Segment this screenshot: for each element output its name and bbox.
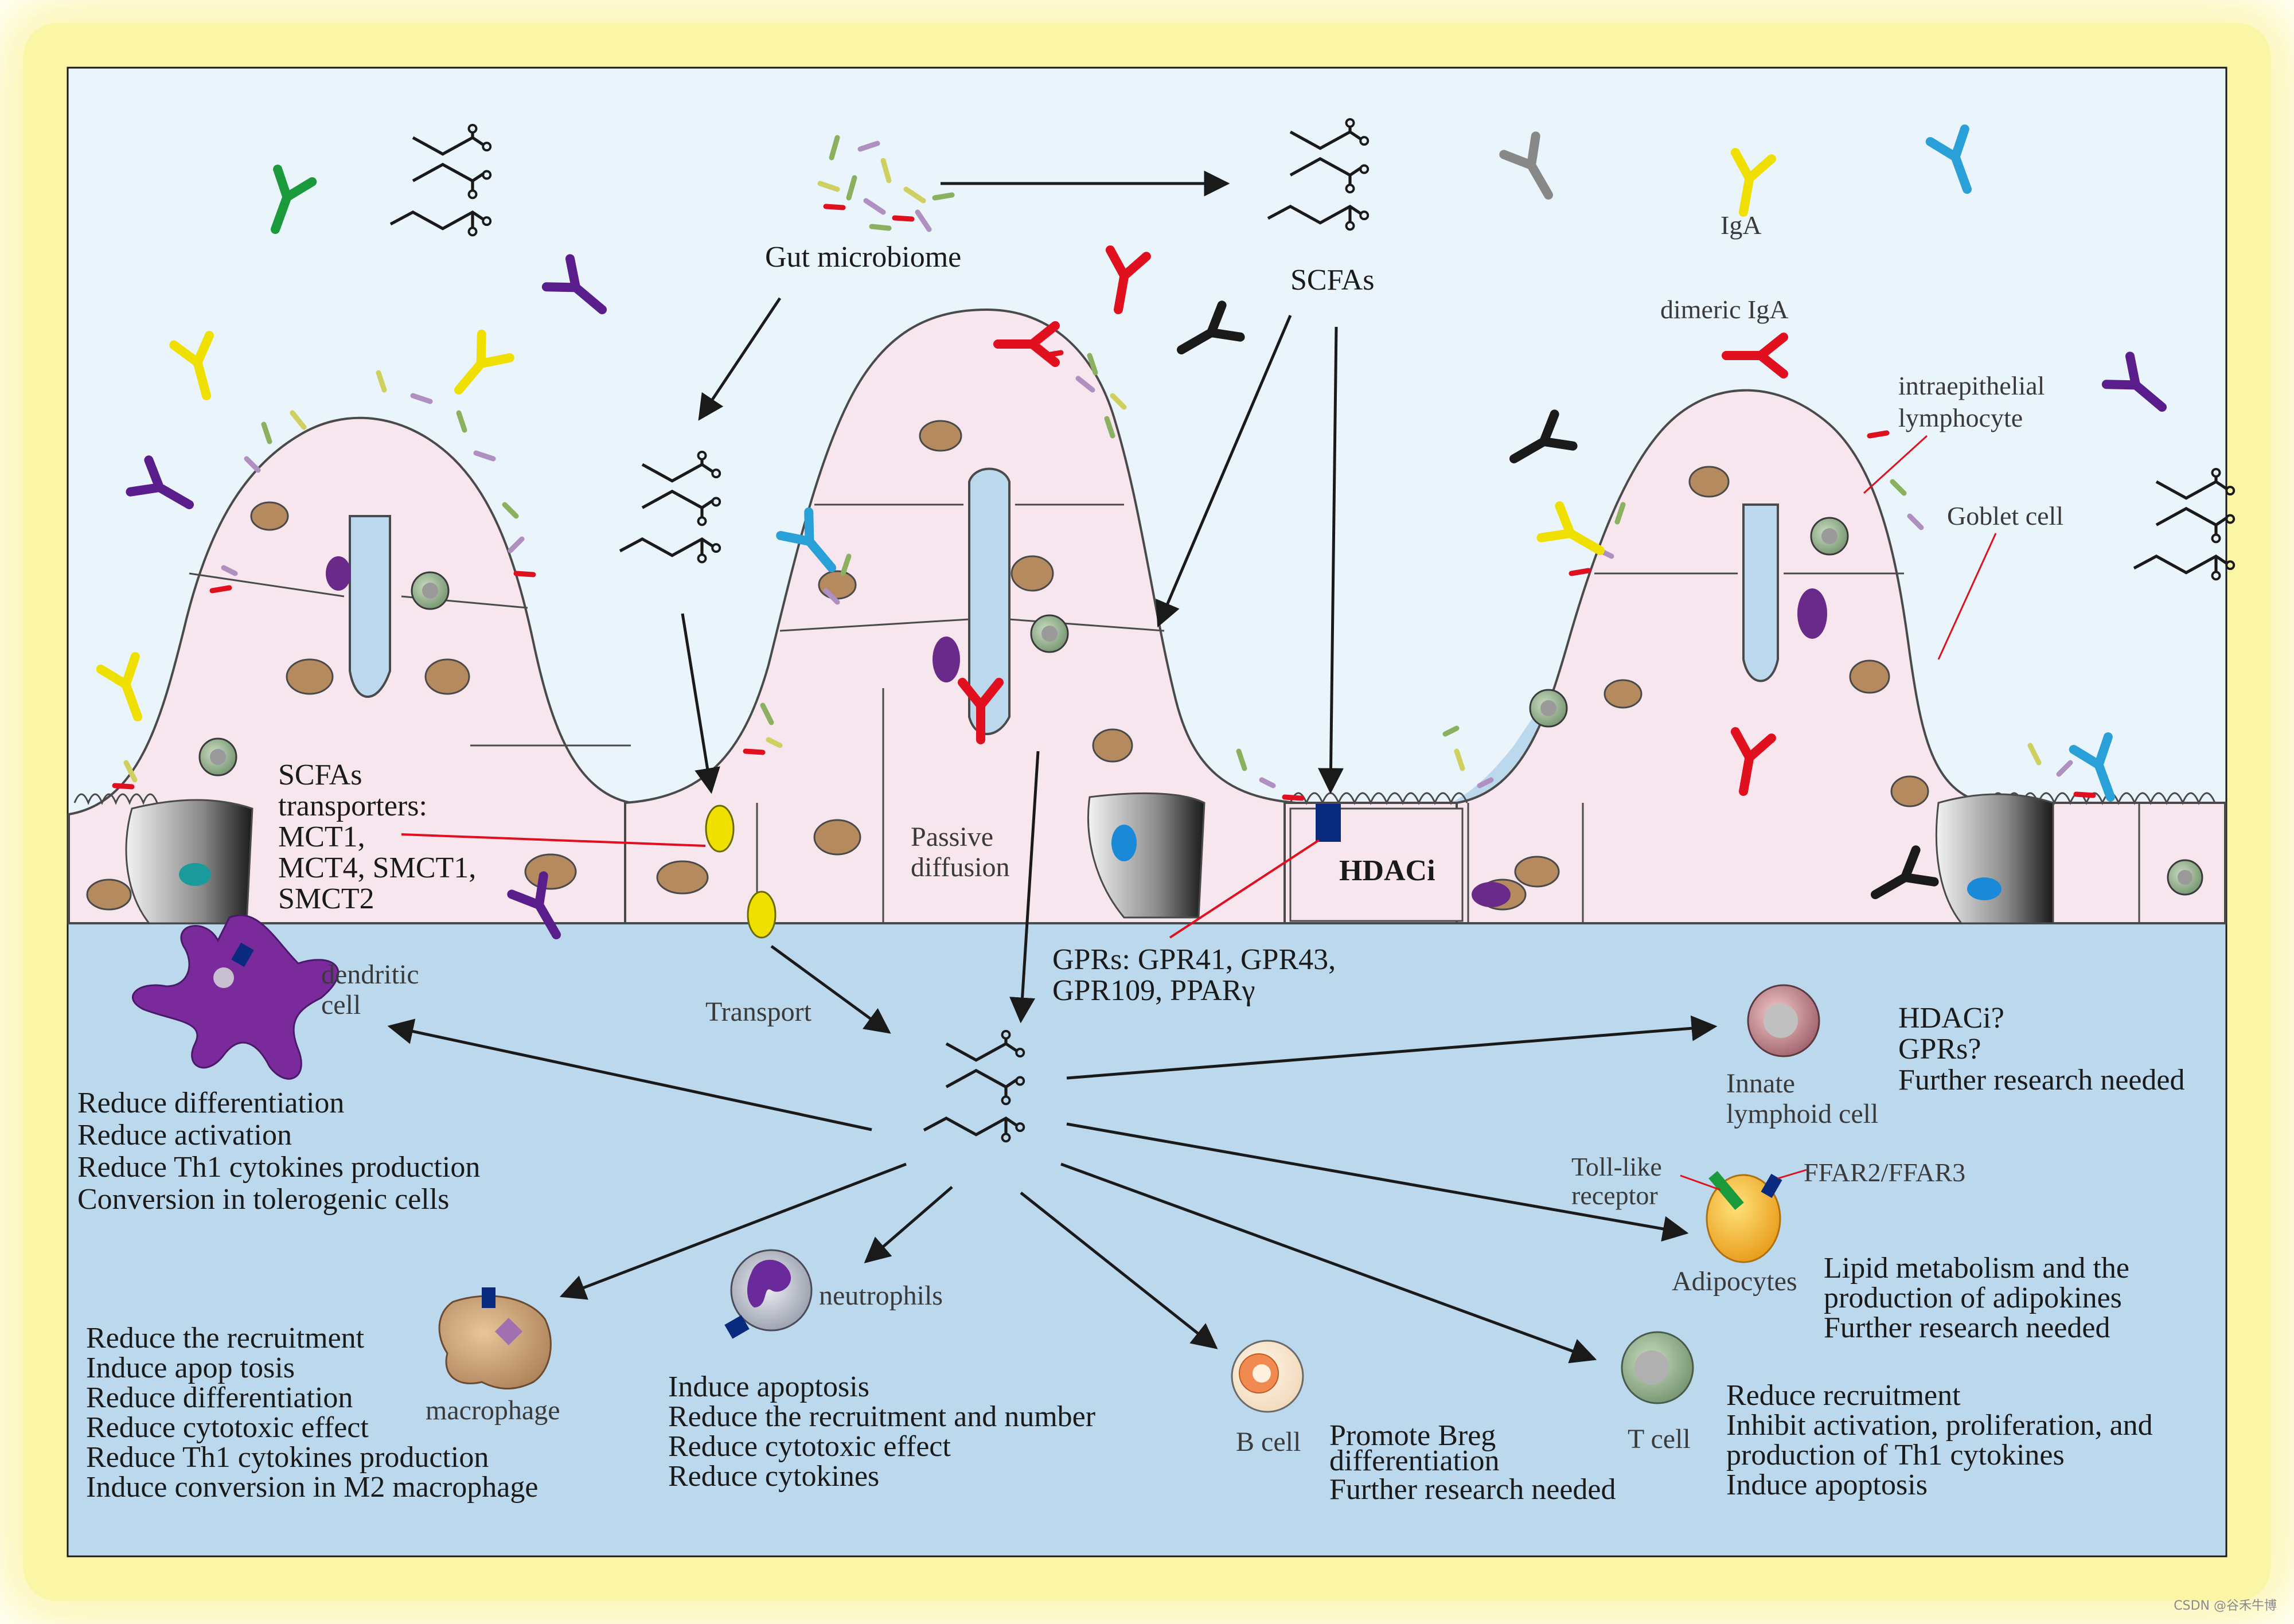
- label-t-cell: T cell: [1628, 1424, 1691, 1454]
- label-passive-2: diffusion: [911, 852, 1009, 883]
- label-dendritic-2: cell: [321, 990, 361, 1020]
- label-innate-1: Innate: [1726, 1068, 1795, 1099]
- effect-t-cell-3: Induce apoptosis: [1726, 1469, 1928, 1501]
- label-gut-microbiome: Gut microbiome: [765, 241, 961, 274]
- effect-adipocytes-1: production of adipokines: [1824, 1282, 2122, 1314]
- label-transporters-1: transporters:: [278, 790, 427, 822]
- gpr-receptor: [1316, 804, 1341, 842]
- effect-macrophage-0: Reduce the recruitment: [86, 1322, 365, 1354]
- epithelium: [68, 308, 2226, 924]
- label-ffar: FFAR2/FFAR3: [1804, 1158, 1965, 1187]
- effect-dendritic-0: Reduce differentiation: [77, 1087, 344, 1119]
- label-transport: Transport: [705, 997, 812, 1027]
- adipocyte-cell: [1680, 1169, 1807, 1263]
- macrophage-cell: [438, 1287, 552, 1390]
- effect-neutrophils-2: Reduce cytotoxic effect: [668, 1430, 951, 1463]
- effect-innate-0: HDACi?: [1898, 1002, 2004, 1034]
- effect-b-cell-2: Further research needed: [1329, 1473, 1616, 1506]
- effect-macrophage-2: Reduce differentiation: [86, 1381, 353, 1414]
- effect-adipocytes-2: Further research needed: [1824, 1311, 2110, 1344]
- label-gprs-1: GPRs: GPR41, GPR43,: [1052, 943, 1336, 976]
- label-b-cell: B cell: [1236, 1427, 1301, 1457]
- effect-dendritic-1: Reduce activation: [77, 1119, 292, 1151]
- gpr-pointer: [1169, 839, 1320, 939]
- label-innate-2: lymphoid cell: [1726, 1099, 1878, 1129]
- dendritic-cell: [132, 914, 340, 1080]
- effect-innate-1: GPRs?: [1898, 1033, 1981, 1065]
- transporter-pointer: [401, 833, 706, 847]
- label-passive-1: Passive: [911, 822, 993, 852]
- watermark: CSDN @谷禾牛博: [2174, 1599, 2277, 1613]
- effect-neutrophils-0: Induce apoptosis: [668, 1371, 869, 1403]
- effect-adipocytes-0: Lipid metabolism and the: [1824, 1252, 2129, 1285]
- label-toll-2: receptor: [1571, 1181, 1658, 1210]
- effect-t-cell-2: production of Th1 cytokines: [1726, 1439, 2065, 1471]
- label-hdaci: HDACi: [1339, 854, 1435, 887]
- goblet-pointer: [1937, 533, 1997, 660]
- label-iel-1: intraepithelial: [1898, 371, 2045, 400]
- label-transporters-0: SCFAs: [278, 759, 362, 791]
- iel-pointer: [1863, 435, 1928, 494]
- label-neutrophils: neutrophils: [819, 1281, 943, 1311]
- label-transporters-2: MCT1,: [278, 821, 365, 853]
- label-transporters-4: SMCT2: [278, 883, 374, 915]
- effect-macrophage-5: Induce conversion in M2 macrophage: [86, 1471, 538, 1504]
- effect-dendritic-2: Reduce Th1 cytokines production: [77, 1151, 480, 1184]
- neutrophil-cell: [724, 1249, 813, 1339]
- innate-lymphoid-cell: [1747, 984, 1820, 1057]
- label-transporters-3: MCT4, SMCT1,: [278, 852, 476, 884]
- label-adipocytes: Adipocytes: [1672, 1266, 1797, 1297]
- effect-innate-2: Further research needed: [1898, 1064, 2185, 1096]
- label-iga: IgA: [1720, 210, 1762, 240]
- label-gprs-2: GPR109, PPARγ: [1052, 974, 1255, 1007]
- labels: Gut microbiome SCFAs IgA dimeric IgA int…: [278, 210, 2063, 1457]
- label-toll-1: Toll-like: [1571, 1152, 1662, 1181]
- microbiome-bacteria: [112, 135, 2096, 801]
- effect-dendritic-3: Conversion in tolerogenic cells: [77, 1183, 449, 1216]
- label-iel-2: lymphocyte: [1898, 403, 2023, 432]
- effect-macrophage-4: Reduce Th1 cytokines production: [86, 1441, 489, 1474]
- t-cell: [1621, 1331, 1694, 1404]
- transporter-basolateral: [747, 891, 777, 939]
- transporter-mct1: [705, 805, 735, 853]
- effect-t-cell-0: Reduce recruitment: [1726, 1379, 1961, 1412]
- label-macrophage: macrophage: [426, 1395, 560, 1426]
- effect-b-cell-0: Promote Breg: [1329, 1419, 1496, 1452]
- label-goblet: Goblet cell: [1947, 501, 2063, 530]
- effect-neutrophils-1: Reduce the recruitment and number: [668, 1400, 1095, 1433]
- arrows: [387, 170, 1718, 1364]
- effect-t-cell-1: Inhibit activation, proliferation, and: [1726, 1409, 2153, 1442]
- effect-macrophage-1: Induce apop tosis: [86, 1352, 295, 1384]
- effect-neutrophils-3: Reduce cytokines: [668, 1460, 879, 1493]
- label-dimeric-iga: dimeric IgA: [1660, 295, 1789, 324]
- b-cell: [1231, 1340, 1304, 1413]
- label-dendritic-1: dendritic: [321, 959, 419, 990]
- effect-b-cell-1: differentiation: [1329, 1445, 1500, 1477]
- effect-macrophage-3: Reduce cytotoxic effect: [86, 1411, 369, 1444]
- label-scfas: SCFAs: [1290, 264, 1374, 296]
- effects: Reduce differentiation Reduce activation…: [77, 1002, 2185, 1506]
